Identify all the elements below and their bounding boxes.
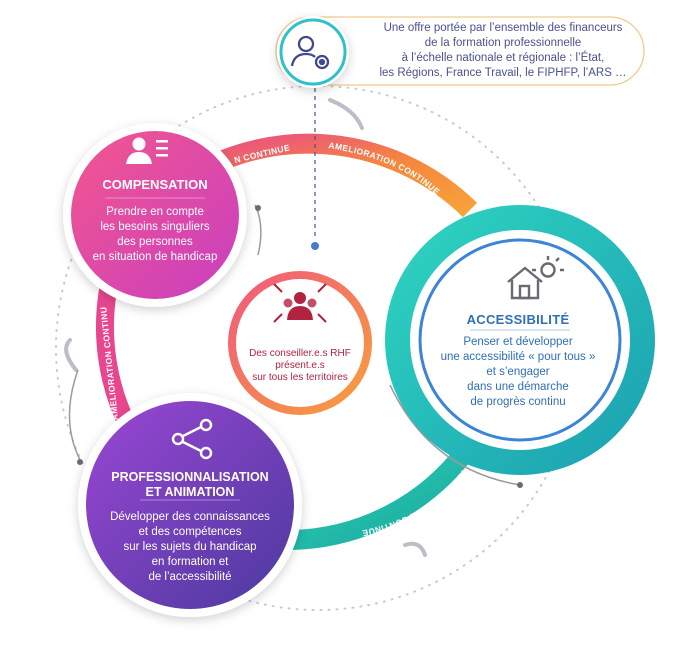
compensation-desc: Prendre en compte les besoins singuliers… xyxy=(72,205,238,265)
connector-line-2 xyxy=(68,369,81,461)
connector-dot xyxy=(311,242,319,250)
top-info-line: Une offre portée par l’ensemble des fina… xyxy=(383,22,623,34)
prof-title: PROFESSIONNALISATION ET ANIMATION xyxy=(95,470,285,500)
compensation-desc-line: les besoins singuliers xyxy=(100,221,210,233)
accessibilite-desc-line: de progrès continu xyxy=(470,396,566,408)
user-gear-icon xyxy=(290,35,330,70)
center-text: Des conseiller.e.s RHF présent.e.s sur t… xyxy=(235,348,365,384)
top-info-line: de la formation professionnelle xyxy=(424,37,582,49)
prof-title-line: ET ANIMATION xyxy=(145,485,235,499)
center-line: sur tous les territoires xyxy=(252,372,348,383)
arrow-mark-left xyxy=(64,338,78,372)
compensation-desc-line: en situation de handicap xyxy=(92,251,218,263)
top-info-box xyxy=(275,16,645,86)
top-icon-ring xyxy=(279,18,347,86)
group-arrows-icon xyxy=(273,283,327,323)
ring-segment-bottom xyxy=(289,442,477,550)
prof-desc: Développer des connaissances et des comp… xyxy=(95,510,285,585)
top-info-line: les Régions, France Travail, le FIPHFP, … xyxy=(379,67,627,79)
center-line: présent.e.s xyxy=(275,360,325,371)
connector-line-1 xyxy=(254,204,262,256)
arrow-mark-top xyxy=(328,98,364,130)
center-line: Des conseiller.e.s RHF xyxy=(249,348,351,359)
connector-line-3 xyxy=(389,384,521,486)
accessibilite-title: ACCESSIBILITÉ xyxy=(466,312,570,327)
prof-desc-line: en formation et xyxy=(151,556,229,568)
prof-desc-line: sur les sujets du handicap xyxy=(123,541,257,553)
prof-title-line: PROFESSIONNALISATION xyxy=(111,470,269,484)
top-info-line: à l’échelle nationale et régionale : l’É… xyxy=(401,52,605,64)
prof-desc-line: de l’accessibilité xyxy=(148,571,232,583)
accessibilite-desc-line: une accessibilité « pour tous » xyxy=(440,351,596,363)
compensation-desc-line: des personnes xyxy=(117,236,193,248)
accessibilite-desc: Penser et développer une accessibilité «… xyxy=(432,335,604,410)
share-icon xyxy=(171,418,213,460)
accessibilite-desc-line: Penser et développer xyxy=(463,336,573,348)
center-circle xyxy=(236,279,364,407)
prof-desc-line: Développer des connaissances xyxy=(110,511,270,523)
compensation-desc-line: Prendre en compte xyxy=(106,206,204,218)
accessibilite-desc-line: et s’engager xyxy=(486,366,550,378)
accessibilite-desc-line: dans une démarche xyxy=(467,381,569,393)
user-list-icon xyxy=(126,137,168,164)
prof-circle xyxy=(86,401,294,609)
accessibilite-inner-ring xyxy=(418,238,622,442)
top-info-text: Une offre portée par l’ensemble des fina… xyxy=(360,21,646,81)
prof-desc-line: et des compétences xyxy=(138,526,242,538)
accessibilite-circle xyxy=(410,230,630,450)
house-lightbulb-icon xyxy=(507,256,564,300)
compensation-circle xyxy=(71,131,239,299)
arrow-mark-bottom xyxy=(403,541,427,557)
top-icon-circle xyxy=(277,16,349,88)
compensation-title: COMPENSATION xyxy=(102,177,208,192)
